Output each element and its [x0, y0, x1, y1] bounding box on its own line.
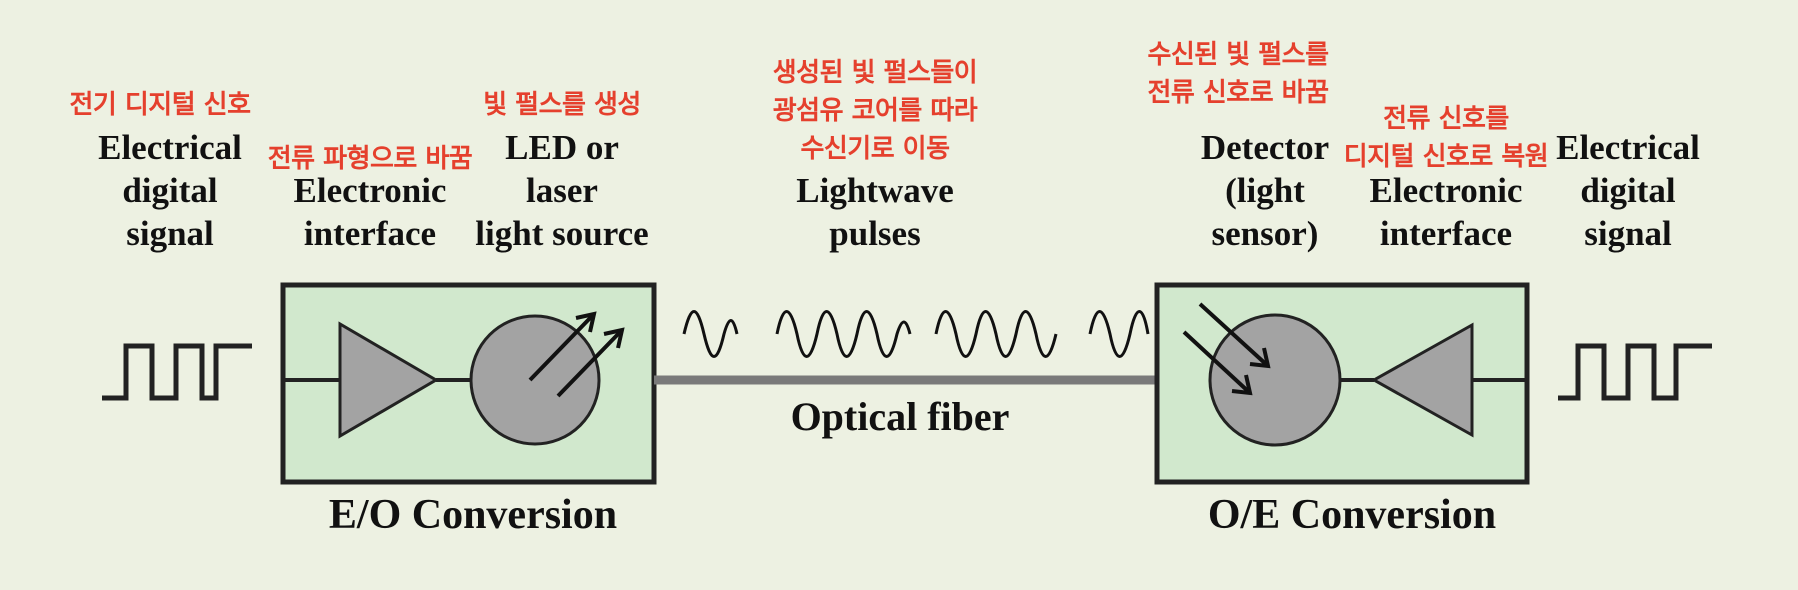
emit-arrow-1	[528, 312, 596, 382]
label-electrical-signal-right: Electrical digital signal	[1556, 128, 1700, 253]
label-detector: Detector (light sensor)	[1200, 128, 1330, 253]
annotation-detector: 수신된 빛 펄스를 전류 신호로 바꿈	[1147, 40, 1329, 108]
detect-arrow-2	[1182, 330, 1252, 395]
annotation-interface-left: 전류 파형으로 바꿈	[267, 144, 473, 174]
label-eo-conversion: E/O Conversion	[328, 492, 618, 538]
label-optical-fiber: Optical fiber	[790, 394, 1010, 439]
label-light-source: LED or laser light source	[475, 128, 649, 253]
detect-arrow-1	[1198, 302, 1270, 368]
emit-arrow-2	[556, 328, 624, 398]
annotation-light-source: 빛 펄스를 생성	[483, 90, 641, 120]
annotation-interface-right: 전류 신호를 디지털 신호로 복원	[1343, 104, 1549, 172]
label-lightwave-pulses: Lightwave pulses	[796, 171, 954, 253]
digital-signal-right	[1558, 343, 1712, 401]
light-detector	[1208, 313, 1342, 447]
label-oe-conversion: O/E Conversion	[1207, 492, 1497, 538]
amplifier-left	[338, 321, 439, 439]
lightwave-pulses	[682, 310, 1150, 358]
annotation-electrical-signal: 전기 디지털 신호	[69, 90, 251, 120]
digital-signal-left	[102, 343, 252, 401]
light-source	[469, 314, 601, 446]
label-electrical-signal-left: Electrical digital signal	[98, 128, 242, 253]
annotation-pulses: 생성된 빛 펄스들이 광섬유 코어를 따라 수신기로 이동	[772, 58, 978, 164]
label-electronic-interface-right: Electronic interface	[1369, 171, 1523, 253]
label-electronic-interface-left: Electronic interface	[293, 171, 447, 253]
